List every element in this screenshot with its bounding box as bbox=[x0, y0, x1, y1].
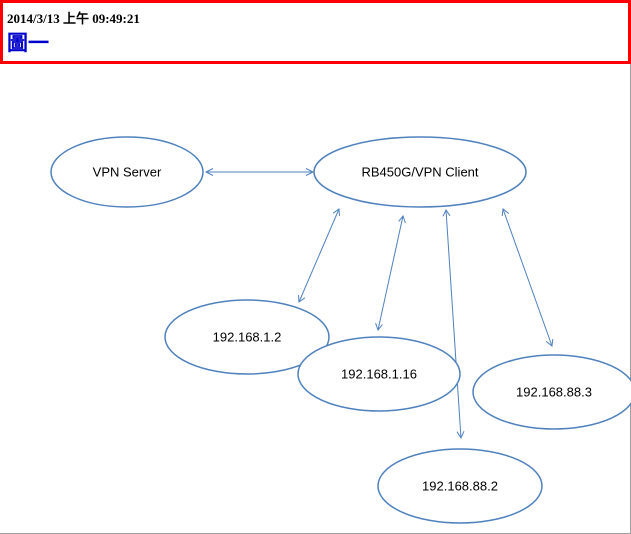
edge-vpn-server-to-rb450g bbox=[204, 168, 315, 176]
node-label-192-168-88-2: 192.168.88.2 bbox=[422, 479, 498, 494]
node-label-192-168-1-16: 192.168.1.16 bbox=[341, 367, 417, 382]
edge-rb450g-to-192-168-88-2 bbox=[442, 209, 465, 440]
node-label-rb450g-vpn-client: RB450G/VPN Client bbox=[361, 165, 478, 180]
edge-rb450g-to-192-168-1-2 bbox=[298, 208, 340, 303]
figure-title: 圖一 bbox=[7, 30, 49, 55]
node-192-168-88-3: 192.168.88.3 bbox=[472, 354, 631, 430]
edge-rb450g-to-192-168-88-3 bbox=[501, 208, 554, 347]
node-vpn-server: VPN Server bbox=[50, 136, 204, 208]
diagram-edges bbox=[204, 168, 554, 440]
timestamp: 2014/3/13 上午 09:49:21 bbox=[7, 11, 140, 26]
node-192-168-88-2: 192.168.88.2 bbox=[377, 448, 543, 524]
node-192-168-1-16: 192.168.1.16 bbox=[297, 336, 461, 412]
header-box: 2014/3/13 上午 09:49:21 圖一 bbox=[0, 0, 631, 64]
node-label-vpn-server: VPN Server bbox=[93, 165, 162, 180]
node-192-168-1-2: 192.168.1.2 bbox=[164, 299, 330, 375]
node-label-192-168-1-2: 192.168.1.2 bbox=[213, 330, 282, 345]
node-label-192-168-88-3: 192.168.88.3 bbox=[516, 385, 592, 400]
edge-rb450g-to-192-168-1-16 bbox=[375, 214, 406, 332]
node-rb450g-vpn-client: RB450G/VPN Client bbox=[313, 136, 527, 208]
